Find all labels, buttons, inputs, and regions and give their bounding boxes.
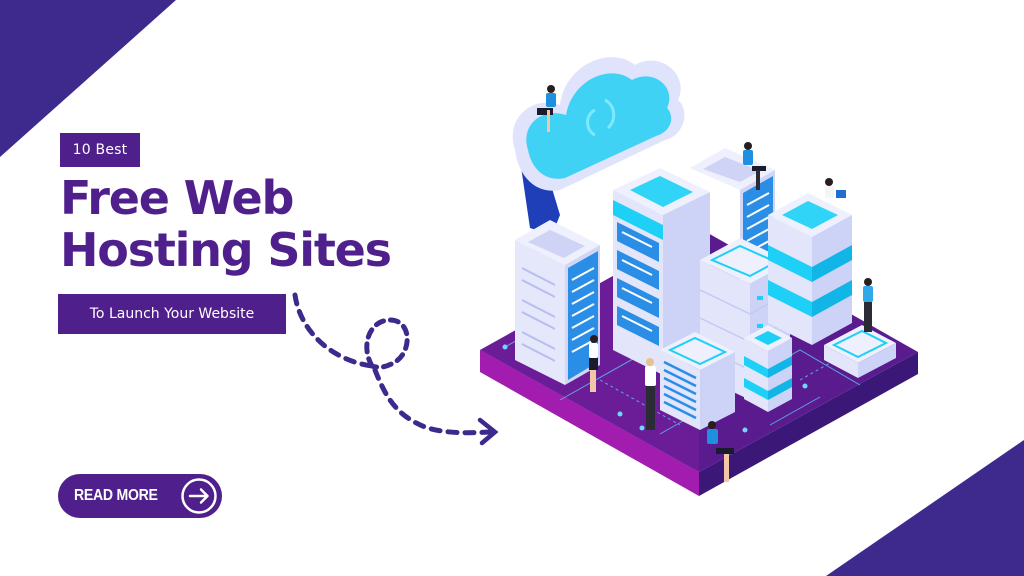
top-left-corner-triangle bbox=[0, 0, 176, 157]
cloud-sync-icon bbox=[512, 57, 685, 235]
read-more-label: READ MORE bbox=[74, 487, 158, 504]
dashed-arrow-icon bbox=[292, 292, 499, 446]
category-badge: 10 Best bbox=[60, 133, 140, 167]
read-more-button[interactable]: READ MORE bbox=[58, 474, 222, 518]
server-tower bbox=[768, 193, 852, 345]
server-rack bbox=[660, 332, 735, 430]
server-stack bbox=[744, 325, 792, 412]
server-tower bbox=[613, 168, 710, 375]
people bbox=[589, 142, 873, 482]
server-unit bbox=[824, 325, 896, 378]
arrow-right-circle-icon bbox=[181, 478, 217, 514]
server-tower bbox=[515, 220, 600, 385]
headline-line-1: Free Web bbox=[60, 171, 294, 225]
subtitle-banner: To Launch Your Website bbox=[58, 294, 286, 334]
person-with-laptop bbox=[537, 85, 556, 132]
headline-line-2: Hosting Sites bbox=[60, 223, 392, 277]
bottom-right-corner-triangle bbox=[826, 440, 1024, 576]
page-title: Free Web Hosting Sites bbox=[60, 171, 392, 277]
